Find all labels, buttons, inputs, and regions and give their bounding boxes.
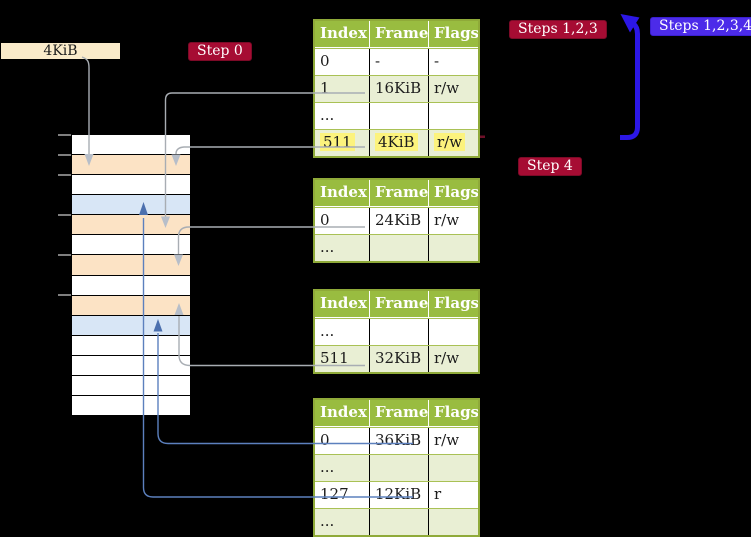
- memory-frame-row-white: [72, 374, 190, 396]
- table-row: ...: [315, 454, 478, 481]
- badge-steps-1-2-3-4: Steps 1,2,3,4: [650, 17, 751, 36]
- steps-loop-arrow: [620, 14, 640, 140]
- table-row: 0--: [315, 48, 478, 75]
- table-cell: [429, 235, 478, 261]
- highlighted-value: r/w: [434, 133, 466, 151]
- column-header-flags: Flags: [434, 183, 478, 201]
- memory-frame-row-orange: [72, 214, 190, 235]
- table-cell: 12KiB: [370, 482, 429, 508]
- table-cell: r/w: [429, 130, 478, 156]
- memory-frame-row-white: [72, 274, 190, 295]
- table-cell: ...: [315, 455, 370, 481]
- table-cell: 511: [315, 346, 370, 372]
- table-cell: r/w: [434, 349, 460, 367]
- table-cell: ...: [315, 235, 370, 261]
- memory-frame-row-orange: [72, 294, 190, 315]
- memory-frame-row-blue: [72, 314, 190, 335]
- table-cell: ...: [315, 509, 370, 535]
- table-cell: r/w: [434, 211, 460, 229]
- column-header-index: Index: [315, 21, 370, 47]
- table-cell: ...: [315, 103, 370, 129]
- table-cell: [429, 455, 478, 481]
- memory-tick: [58, 254, 71, 256]
- column-header-frame: Frame: [370, 21, 429, 47]
- table-cell: [370, 509, 429, 535]
- memory-tick: [58, 294, 71, 296]
- column-header-index: Index: [315, 180, 370, 206]
- badge-step-0: Step 0: [188, 42, 252, 61]
- column-header-flags: Flags: [434, 24, 478, 42]
- column-header-frame: Frame: [370, 291, 429, 317]
- table-cell: 0: [315, 49, 370, 75]
- highlighted-value: 4KiB: [375, 133, 418, 151]
- table-cell: 24KiB: [370, 208, 429, 234]
- table-cell: 0: [315, 428, 370, 454]
- table-cell: [370, 103, 429, 129]
- memory-tick: [58, 154, 71, 156]
- table-cell: r: [434, 485, 442, 503]
- memory-frame-row-orange: [72, 154, 190, 175]
- table-cell: -: [370, 49, 429, 75]
- column-header-frame: Frame: [370, 400, 429, 426]
- table-cell: [429, 103, 478, 129]
- memory-frame-row-white: [72, 174, 190, 195]
- column-header-index: Index: [315, 400, 370, 426]
- highlighted-value: 511: [320, 133, 355, 151]
- table-cell: [429, 319, 478, 345]
- table-cell: 511: [315, 130, 370, 156]
- table-cell: 4KiB: [370, 130, 429, 156]
- column-header-flags: Flags: [434, 403, 478, 421]
- page-size-label: 4KiB: [1, 43, 120, 59]
- memory-frame-row-white: [72, 234, 190, 255]
- table-cell: r/w: [434, 79, 460, 97]
- table-cell: 1: [315, 76, 370, 102]
- memory-frame-row-white: [72, 395, 190, 416]
- table-row: 511 4KiB r/w: [315, 129, 478, 156]
- table-cell: 36KiB: [370, 428, 429, 454]
- table-cell: 32KiB: [370, 346, 429, 372]
- memory-frame-row-white: [72, 135, 190, 155]
- memory-tick: [58, 134, 71, 136]
- physical-memory-column: [72, 135, 190, 416]
- table-row: ...: [315, 234, 478, 261]
- table-cell: [370, 455, 429, 481]
- table-cell: [370, 235, 429, 261]
- red-dash-marker: [480, 135, 485, 138]
- memory-frame-row-white: [72, 354, 190, 375]
- table-cell: r/w: [434, 431, 460, 449]
- memory-frame-row-orange: [72, 254, 190, 275]
- table-cell: 16KiB: [370, 76, 429, 102]
- table-row: ...: [315, 102, 478, 129]
- table-cell: 0: [315, 208, 370, 234]
- table-row: ...: [315, 318, 478, 345]
- table-cell: [370, 319, 429, 345]
- table-cell: [429, 509, 478, 535]
- memory-frame-row-blue: [72, 194, 190, 215]
- column-header-index: Index: [315, 291, 370, 317]
- column-header-frame: Frame: [370, 180, 429, 206]
- table-cell: 127: [315, 482, 370, 508]
- column-header-flags: Flags: [434, 294, 478, 312]
- badge-step-4: Step 4: [518, 157, 582, 176]
- memory-frame-row-white: [72, 334, 190, 355]
- memory-tick: [58, 214, 71, 216]
- table-cell: ...: [315, 319, 370, 345]
- table-cell: -: [434, 52, 440, 70]
- memory-tick: [58, 174, 71, 176]
- badge-steps-1-2-3: Steps 1,2,3: [509, 20, 607, 39]
- table-row: ...: [315, 508, 478, 535]
